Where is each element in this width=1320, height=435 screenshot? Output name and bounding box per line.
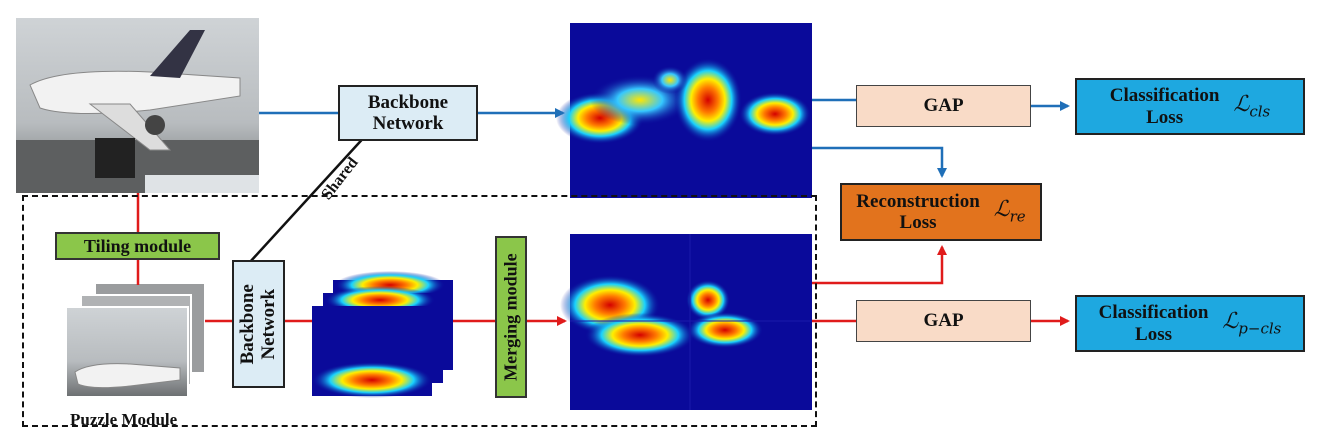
cls-top-label: Classification Loss [1109, 85, 1220, 128]
recon-symbol: ℒre [993, 197, 1026, 226]
bottom-heatmap [560, 234, 812, 410]
backbone-network-bottom-label: Backbone Network [237, 283, 280, 365]
merging-module: Merging module [495, 236, 527, 398]
backbone-network-bottom: Backbone Network [232, 260, 285, 388]
input-airplane-image [16, 18, 259, 193]
classification-loss-top: Classification Loss ℒcls [1075, 78, 1305, 135]
cls-bottom-symbol: ℒp−cls [1222, 308, 1282, 338]
feature-map-stack [312, 271, 453, 398]
merging-module-label: Merging module [500, 253, 521, 381]
backbone-network-top: Backbone Network [338, 85, 478, 141]
arrow-heatmap-to-recon-red [812, 245, 947, 285]
gap-bottom-label: GAP [923, 310, 964, 332]
puzzle-module-label: Puzzle Module [70, 410, 178, 429]
gap-top-label: GAP [923, 95, 964, 117]
top-heatmap [556, 23, 812, 198]
puzzle-module-frame [22, 195, 817, 427]
shared-link [249, 132, 369, 263]
tiling-module-label: Tiling module [83, 235, 192, 256]
cls-bottom-label: Classification Loss [1098, 302, 1209, 345]
tiling-module: Tiling module [55, 232, 220, 260]
backbone-network-top-label: Backbone Network [367, 91, 449, 134]
cls-top-symbol: ℒcls [1233, 91, 1271, 121]
gap-top: GAP [856, 85, 1031, 127]
tiled-images [65, 282, 206, 398]
recon-label: Reconstruction Loss [856, 190, 980, 233]
classification-loss-bottom: Classification Loss ℒp−cls [1075, 295, 1305, 352]
gap-bottom: GAP [856, 300, 1031, 342]
reconstruction-loss: Reconstruction Loss ℒre [840, 183, 1042, 241]
arrow-heatmap-to-recon [812, 146, 947, 178]
